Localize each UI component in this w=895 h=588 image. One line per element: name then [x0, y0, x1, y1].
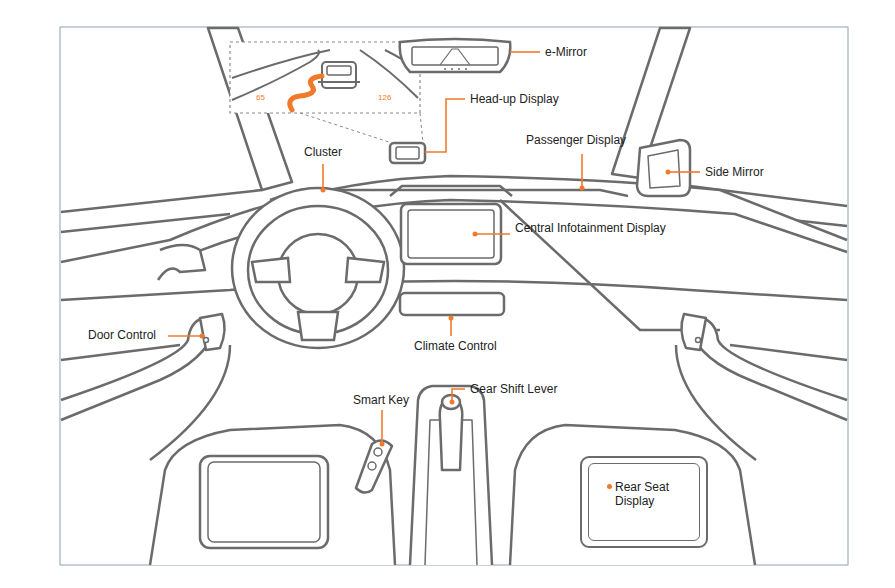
steering-wheel	[298, 312, 338, 340]
part-label: Door Control	[88, 328, 156, 342]
e-mirror-unit	[444, 68, 446, 70]
part-label: Passenger Display	[526, 133, 626, 147]
steering-wheel	[232, 188, 404, 348]
leader-dots	[449, 316, 454, 321]
steering-wheel	[346, 258, 384, 282]
leader-lines	[475, 233, 510, 235]
leader-lines	[452, 389, 465, 402]
leader-dots	[380, 442, 385, 447]
center-console	[410, 386, 492, 565]
smart-key-fob	[374, 448, 382, 456]
leader-dots	[321, 188, 326, 193]
frame	[60, 27, 848, 565]
center-console	[442, 395, 460, 409]
e-mirror-unit	[451, 68, 453, 70]
speed-value: 65	[256, 93, 265, 103]
part-label: Climate Control	[414, 339, 497, 353]
frame	[60, 27, 848, 565]
steering-wheel	[252, 258, 290, 282]
dashboard	[730, 345, 847, 360]
hud-inset	[230, 42, 420, 113]
side-mirror-unit	[637, 140, 690, 196]
leader-lines	[510, 51, 540, 53]
hud-inset	[318, 81, 360, 83]
head-up-display-unit	[390, 143, 425, 163]
head-up-display-unit	[390, 143, 425, 163]
part-label: Cluster	[304, 145, 342, 159]
door-armrests	[200, 314, 225, 350]
leader-lines	[581, 154, 583, 188]
dashboard	[500, 200, 720, 330]
door-armrests	[696, 338, 701, 343]
door-armrests	[204, 338, 209, 343]
hud-inset	[232, 50, 330, 78]
climate-panel	[400, 293, 504, 315]
part-label: Gear Shift Lever	[470, 382, 557, 396]
leader-lines	[668, 171, 700, 173]
seats	[510, 425, 755, 565]
smart-key-fob	[356, 440, 392, 492]
hud-inset	[322, 62, 356, 88]
center-console	[410, 386, 492, 565]
part-label: Side Mirror	[705, 165, 764, 179]
seats	[208, 462, 320, 542]
e-mirror-unit	[458, 68, 460, 70]
e-mirror-unit	[412, 47, 498, 65]
e-mirror-unit	[465, 68, 467, 70]
leader-lines	[168, 335, 202, 337]
hud-inset	[290, 76, 322, 110]
leader-lines	[168, 52, 700, 444]
distance-value: 126	[378, 93, 391, 103]
leader-lines	[425, 99, 465, 152]
leader-lines	[322, 164, 324, 190]
part-label: Central Infotainment Display	[515, 221, 666, 235]
leader-dots	[666, 170, 671, 175]
screen-label: Rear Seat Display	[615, 480, 685, 508]
hud-inset	[230, 42, 423, 143]
leader-lines	[450, 318, 452, 336]
leader-dots	[200, 170, 671, 447]
dashboard	[61, 176, 847, 360]
smart-key-fob	[356, 440, 392, 492]
e-mirror-unit	[400, 39, 511, 72]
rear-seat-screen: Rear Seat Display	[580, 456, 708, 548]
leader-dots	[473, 232, 478, 237]
hud-inset	[327, 66, 351, 75]
head-up-display-unit	[396, 147, 419, 159]
windshield-pillars	[61, 190, 262, 212]
hud-inset	[420, 113, 423, 143]
climate-panel	[400, 293, 504, 315]
part-label: Smart Key	[353, 393, 409, 407]
part-label: Head-up Display	[470, 92, 559, 106]
seats	[150, 425, 395, 565]
steering-wheel	[232, 188, 404, 348]
seats	[200, 456, 328, 548]
leader-dots	[200, 334, 205, 339]
part-label: e-Mirror	[545, 45, 587, 59]
screen-dot	[607, 484, 612, 489]
hud-inset	[300, 113, 392, 143]
dashboard	[61, 345, 180, 360]
side-mirror-unit	[648, 150, 680, 188]
e-mirror-unit	[400, 39, 511, 72]
smart-key-fob	[368, 462, 376, 470]
leader-dots	[450, 400, 455, 405]
door-armrests	[158, 245, 205, 280]
dashboard	[390, 186, 512, 196]
door-armrests	[681, 314, 706, 350]
e-mirror-unit	[440, 49, 470, 65]
leader-lines	[381, 410, 383, 444]
leader-dots	[580, 186, 585, 191]
side-mirror-unit	[637, 140, 690, 196]
